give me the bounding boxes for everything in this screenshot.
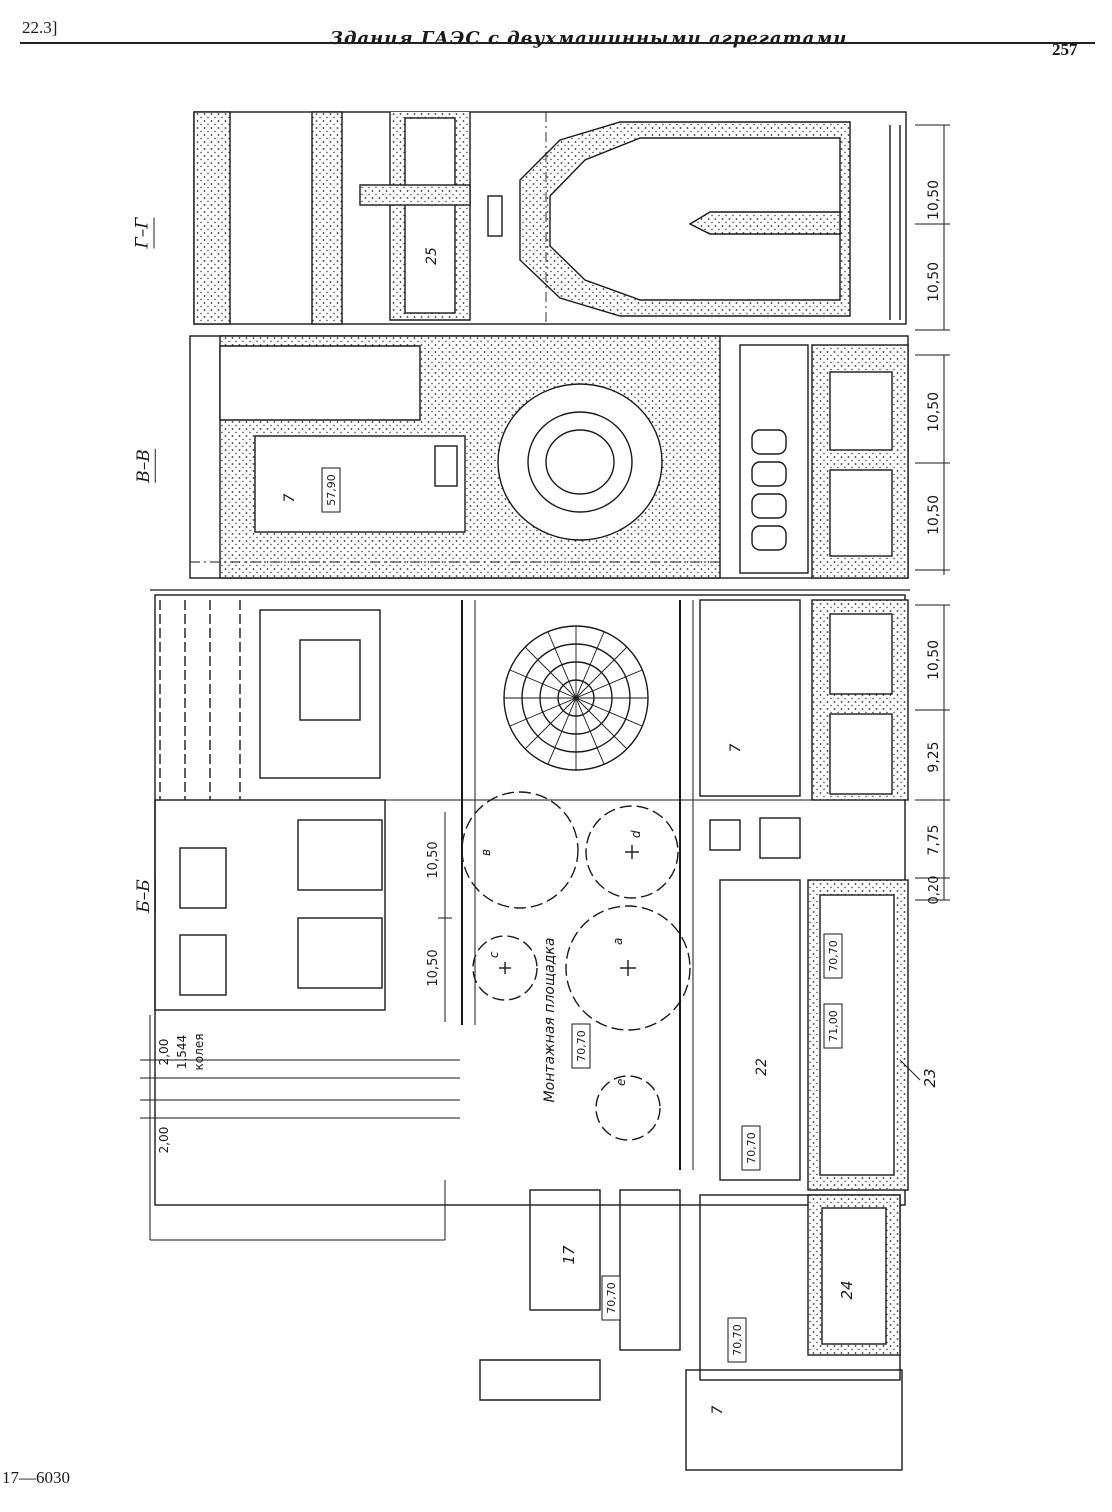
switchgear-1 xyxy=(298,820,382,890)
label-callout-23: 23 xyxy=(921,1068,939,1087)
bb-frame xyxy=(155,595,905,1205)
section-gg xyxy=(194,112,950,330)
room-stair-block xyxy=(620,1190,680,1350)
gg-wall-2 xyxy=(312,112,342,324)
elev-5790: 57,90 xyxy=(325,474,338,506)
label-circle-b: в xyxy=(479,849,493,856)
dim-left-2: 1,544 xyxy=(175,1035,189,1069)
label-circle-e: е xyxy=(614,1079,628,1086)
gg-left-wall xyxy=(194,112,230,324)
vv-spiral-case xyxy=(498,384,662,540)
footer-signature: 17—6030 xyxy=(2,1468,70,1488)
label-room-22: 22 xyxy=(754,1058,770,1076)
label-circle-a: а xyxy=(611,938,625,945)
transformer-1 xyxy=(180,848,226,908)
elev-7070-d: 70,70 xyxy=(731,1324,744,1356)
vv-room-7 xyxy=(255,436,465,532)
vv-gallery xyxy=(740,345,808,573)
elevator xyxy=(710,820,740,850)
section-vv xyxy=(190,336,950,578)
dim-r6: 9,25 xyxy=(926,741,942,772)
elev-7070-b: 70,70 xyxy=(745,1132,758,1164)
elev-7070-e: 70,70 xyxy=(827,940,840,972)
label-assembly-area: Монтажная площадка xyxy=(542,938,558,1103)
room-7-lower xyxy=(686,1370,902,1470)
dim-platform-2: 10,50 xyxy=(426,949,441,986)
dim-r3: 10,50 xyxy=(926,392,942,432)
dim-r7: 7,75 xyxy=(926,824,942,855)
dim-platform-1: 10,50 xyxy=(426,841,441,878)
dim-r1: 10,50 xyxy=(926,180,942,220)
dim-left-4: 2,00 xyxy=(157,1127,171,1154)
elevation-marks: 57,90 70,70 71,00 70,70 70,70 70,70 70,7… xyxy=(322,468,842,1362)
label-room-24: 24 xyxy=(838,1280,856,1299)
switchgear-2 xyxy=(298,918,382,988)
dim-r4: 10,50 xyxy=(926,495,942,535)
dim-r2: 10,50 xyxy=(926,262,942,302)
elev-7070-a: 70,70 xyxy=(575,1030,588,1062)
label-room-7-bb: 7 xyxy=(728,743,744,752)
label-room-17: 17 xyxy=(560,1245,578,1265)
bb-room-7 xyxy=(700,600,800,796)
dim-left-3: колея xyxy=(192,1034,206,1071)
dim-left-1: 2,00 xyxy=(157,1039,171,1066)
label-circle-d: d xyxy=(629,830,643,838)
gg-room-25 xyxy=(405,118,455,313)
label-room-7-lower: 7 xyxy=(710,1405,726,1414)
label-room-7-vv: 7 xyxy=(282,493,298,502)
gg-pier xyxy=(690,212,840,234)
dim-r8: 0,20 xyxy=(927,876,942,905)
bb-transformer-bay xyxy=(155,800,385,1010)
dim-r5: 10,50 xyxy=(926,640,942,680)
circle-e xyxy=(596,1076,660,1140)
label-room-25: 25 xyxy=(424,247,440,265)
label-circle-c: с xyxy=(487,951,501,958)
bb-switchyard-upper xyxy=(260,610,380,778)
elev-7070-c: 70,70 xyxy=(605,1282,618,1314)
stair xyxy=(760,818,800,858)
transformer-2 xyxy=(180,935,226,995)
elev-7100: 71,00 xyxy=(827,1010,840,1042)
